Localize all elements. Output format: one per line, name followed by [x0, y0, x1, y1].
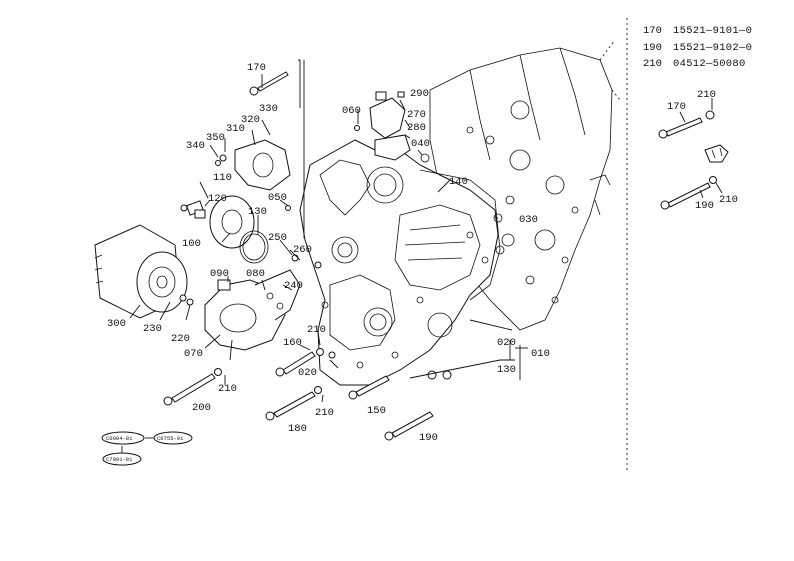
group-code-bubble-1: [101, 431, 145, 445]
callout-320: 320: [241, 114, 260, 126]
callout-030: 030: [519, 214, 538, 226]
fitting-120: [186, 200, 206, 219]
callout-290: 290: [410, 88, 429, 100]
callout-110: 110: [213, 172, 232, 184]
ref-row-3-number: 210: [643, 58, 662, 70]
oil-pump-pulley: [209, 195, 269, 264]
callout-050: 050: [268, 192, 287, 204]
callout-020-a: 020: [298, 367, 317, 379]
callout-040: 040: [411, 138, 430, 150]
ref-row-2-code: 15521—9102—0: [673, 42, 752, 54]
callout-240: 240: [284, 280, 303, 292]
callout-260: 260: [293, 244, 312, 256]
detail-callout-210-b: 210: [719, 194, 738, 206]
callout-180: 180: [288, 423, 307, 435]
callouts: 170 330 320 310 350 340 110 120 100 130 …: [107, 62, 550, 444]
callout-350: 350: [206, 132, 225, 144]
callout-160: 160: [283, 337, 302, 349]
callout-020-b: 020: [497, 337, 516, 349]
callout-210-b: 210: [218, 383, 237, 395]
ref-row-1-number: 170: [643, 25, 662, 37]
callout-280: 280: [407, 122, 426, 134]
callout-310: 310: [226, 123, 245, 135]
detail-callout-210-a: 210: [697, 89, 716, 101]
callout-090: 090: [210, 268, 229, 280]
ref-row-3-code: 04512—50080: [673, 58, 746, 70]
reference-table: 170 15521—9101—0 190 15521—9102—0 210 04…: [643, 25, 752, 70]
callout-170: 170: [247, 62, 266, 74]
group-code-bubble-2: [153, 431, 193, 445]
gasket: [419, 169, 515, 301]
detail-callout-190: 190: [695, 200, 714, 212]
group-code-bubble-3: [102, 452, 142, 466]
water-outlet-assembly: [369, 91, 430, 163]
callout-070: 070: [184, 348, 203, 360]
callout-210-c: 210: [315, 407, 334, 419]
callout-120: 120: [208, 193, 227, 205]
callout-300: 300: [107, 318, 126, 330]
callout-140: 140: [449, 176, 468, 188]
gear-case: [299, 139, 499, 386]
group-codes: C0004-01 C0755-01 C7001-01: [101, 431, 193, 466]
callout-210-a: 210: [307, 324, 326, 336]
callout-340: 340: [186, 140, 205, 152]
callout-250: 250: [268, 232, 287, 244]
callout-060: 060: [342, 105, 361, 117]
detail-callout-170: 170: [667, 101, 686, 113]
callout-100: 100: [182, 238, 201, 250]
group-code-2: C0755-01: [157, 435, 184, 442]
callout-130-b: 130: [497, 364, 516, 376]
callout-270: 270: [407, 109, 426, 121]
callout-330: 330: [259, 103, 278, 115]
callout-220: 220: [171, 333, 190, 345]
group-code-1: C0004-01: [106, 435, 133, 442]
callout-150: 150: [367, 405, 386, 417]
oil-filter-cartridge: [94, 224, 188, 319]
callout-230: 230: [143, 323, 162, 335]
callout-010: 010: [531, 348, 550, 360]
callout-190: 190: [419, 432, 438, 444]
callout-080: 080: [246, 268, 265, 280]
callout-130: 130: [248, 206, 267, 218]
cover-plate: [215, 139, 291, 191]
detail-view: 170 210 190 210: [658, 89, 738, 212]
ref-row-2-number: 190: [643, 42, 662, 54]
callout-200: 200: [192, 402, 211, 414]
group-code-3: C7001-01: [106, 456, 133, 463]
leader-lines: [129, 59, 528, 403]
filter-bracket: [204, 269, 301, 351]
ref-row-1-code: 15521—9101—0: [673, 25, 752, 37]
